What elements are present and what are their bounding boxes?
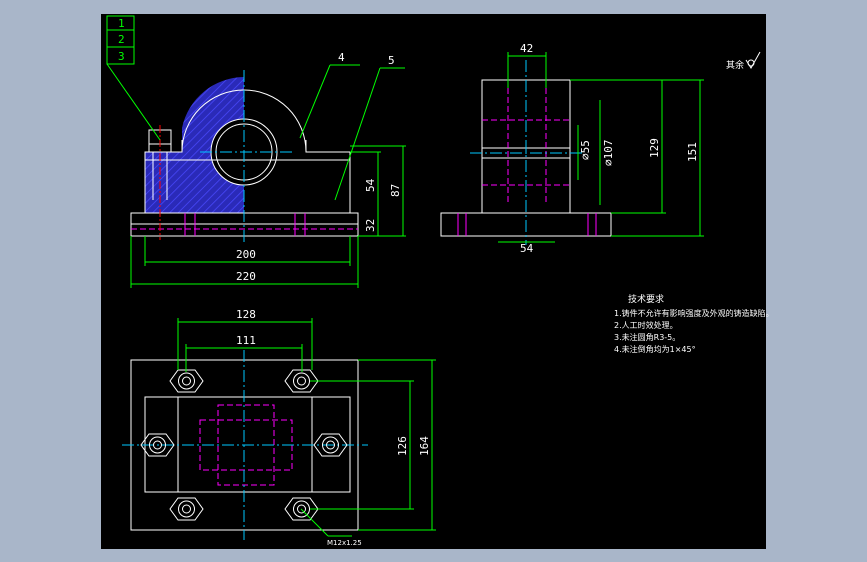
dim-42: 42	[520, 42, 533, 55]
balloon-leader	[106, 63, 161, 141]
dim-220: 220	[236, 270, 256, 283]
note-4: 4.未注倒角均为1×45°	[614, 344, 696, 354]
bolt-bl	[169, 497, 204, 521]
top-dimensions	[177, 318, 436, 537]
bolt-ml	[140, 433, 175, 457]
leader-4	[299, 64, 331, 139]
roughness-symbol	[745, 51, 761, 69]
dim-32: 32	[364, 219, 377, 232]
leader-label-5: 5	[388, 54, 395, 67]
dim-128: 128	[236, 308, 256, 321]
bolt-tr	[284, 369, 319, 393]
leader-5	[334, 67, 381, 201]
notes-title: 技术要求	[628, 293, 664, 305]
dim-54: 54	[364, 178, 377, 192]
balloon-2: 2	[118, 33, 125, 46]
balloon-box	[106, 15, 135, 65]
note-3: 3.未注圆角R3-5。	[614, 332, 680, 342]
bolt-tl	[169, 369, 204, 393]
front-dimensions	[130, 145, 406, 288]
note-1: 1.铸件不允许有影响强度及外观的铸造缺陷。	[614, 308, 774, 318]
front-cap-step	[181, 140, 307, 152]
roughness-circle	[747, 59, 755, 67]
top-bolts	[140, 369, 348, 521]
front-section-hatch	[145, 77, 244, 213]
side-dimensions	[498, 52, 704, 243]
roughness-label: 其余	[726, 59, 744, 71]
dim-200: 200	[236, 248, 256, 261]
note-2: 2.人工时效处理。	[614, 320, 678, 330]
bolt-mr	[313, 433, 348, 457]
dim-126: 126	[396, 436, 409, 456]
top-view	[122, 350, 368, 540]
balloon-3: 3	[118, 50, 125, 63]
drawing-sheet	[101, 14, 766, 549]
dim-87: 87	[389, 184, 402, 197]
dim-d107: ⌀107	[602, 140, 615, 167]
dim-111: 111	[236, 334, 256, 347]
dim-d55: ⌀55	[579, 140, 592, 160]
thread-note: M12x1.25	[327, 539, 362, 547]
front-view	[130, 70, 359, 242]
balloons	[106, 15, 405, 201]
dim-164: 164	[418, 436, 431, 456]
leader-label-4: 4	[338, 51, 345, 64]
balloon-1: 1	[118, 17, 125, 30]
side-view	[440, 60, 612, 245]
bolt-br	[284, 497, 319, 521]
thread-leader	[300, 508, 329, 537]
dim-151: 151	[686, 142, 699, 162]
dim-side-54: 54	[520, 242, 534, 255]
dim-129: 129	[648, 138, 661, 158]
